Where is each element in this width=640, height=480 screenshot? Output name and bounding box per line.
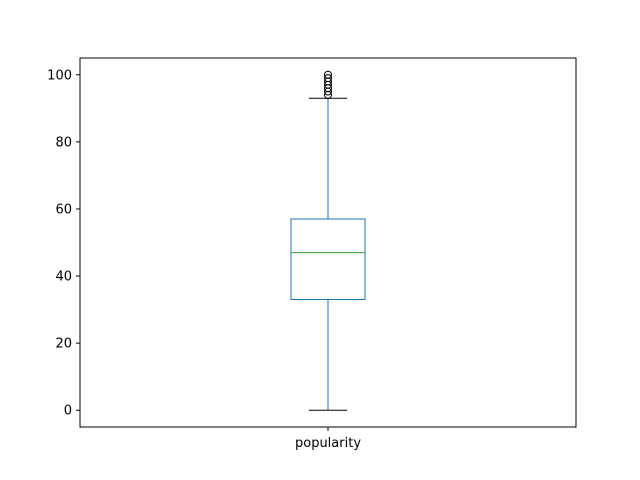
- axes-frame: [79, 57, 577, 428]
- y-tick-label: 20: [55, 337, 72, 352]
- y-tick-label: 60: [55, 202, 72, 217]
- interquartile-box: [290, 218, 366, 301]
- x-tick-label: popularity: [295, 436, 361, 451]
- y-tick-label: 80: [55, 135, 72, 150]
- y-tick-label: 0: [64, 404, 72, 419]
- outlier-point: [324, 70, 332, 79]
- plot-area: [290, 70, 366, 411]
- x-axis: popularity: [295, 427, 361, 451]
- y-axis: 0 20 40 60 80 100: [47, 68, 80, 419]
- y-tick-label: 40: [55, 270, 72, 285]
- outlier-point: [324, 74, 332, 83]
- y-tick-label: 100: [47, 68, 72, 83]
